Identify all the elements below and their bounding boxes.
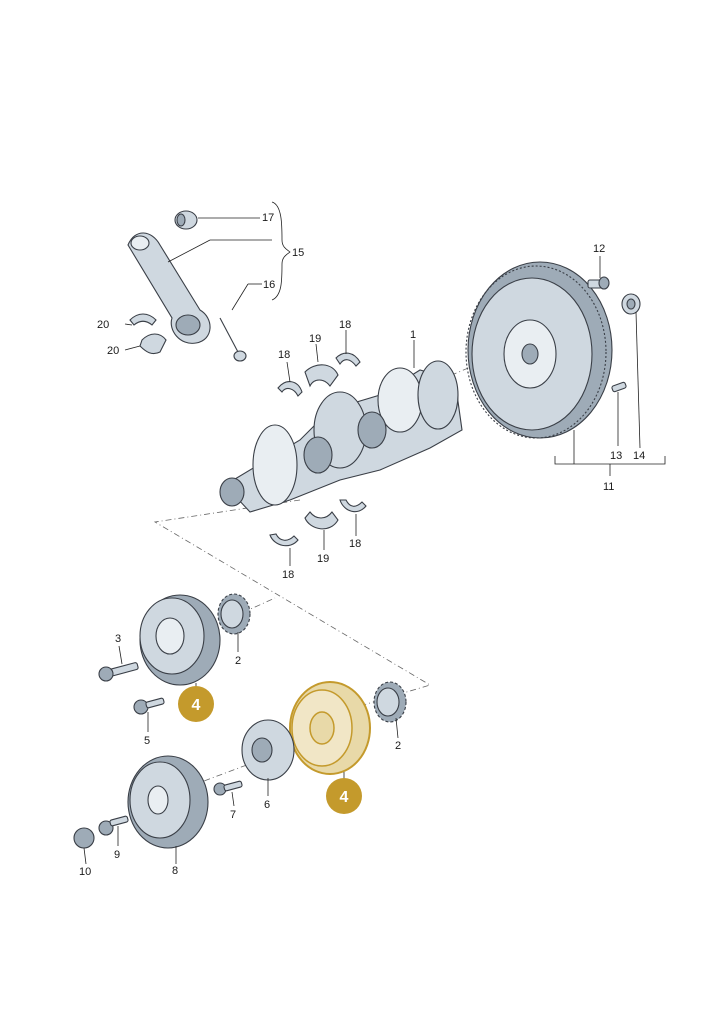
label-8: 8 <box>172 865 178 877</box>
label-12: 12 <box>593 243 605 255</box>
label-9: 9 <box>114 849 120 861</box>
label-18-a: 18 <box>278 349 290 361</box>
label-19-b: 19 <box>317 553 329 565</box>
label-1: 1 <box>410 329 416 341</box>
label-20-upper: 20 <box>97 319 109 331</box>
belt-pulley-lower <box>73 719 295 849</box>
connecting-rod <box>127 210 247 362</box>
label-2-upper: 2 <box>235 655 241 667</box>
belt-pulley-upper <box>98 593 251 715</box>
label-7: 7 <box>230 809 236 821</box>
label-6: 6 <box>264 799 270 811</box>
leader-lines <box>83 201 666 865</box>
label-5: 5 <box>144 735 150 747</box>
badge-4-lower-text: 4 <box>340 789 349 806</box>
part-labels: 17 15 16 20 20 18 19 18 1 18 19 18 12 13… <box>79 212 645 878</box>
label-3: 3 <box>115 633 121 645</box>
crankshaft <box>219 360 463 513</box>
label-18-c: 18 <box>349 538 361 550</box>
label-15: 15 <box>292 247 304 259</box>
flywheel <box>465 261 641 439</box>
belt-pulley-highlighted <box>289 681 407 775</box>
label-11: 11 <box>603 481 614 493</box>
label-17: 17 <box>262 212 274 224</box>
label-2-lower: 2 <box>395 740 401 752</box>
label-14: 14 <box>633 450 645 462</box>
badge-4-lower[interactable]: 4 <box>326 778 362 814</box>
label-18-d: 18 <box>282 569 294 581</box>
label-13: 13 <box>610 450 622 462</box>
badge-4-upper-text: 4 <box>192 697 201 714</box>
label-20-lower: 20 <box>107 345 119 357</box>
label-10: 10 <box>79 866 91 878</box>
label-19-a: 19 <box>309 333 321 345</box>
label-16: 16 <box>263 279 275 291</box>
label-18-b: 18 <box>339 319 351 331</box>
badge-4-upper[interactable]: 4 <box>178 686 214 722</box>
bearing-shells <box>269 352 367 547</box>
